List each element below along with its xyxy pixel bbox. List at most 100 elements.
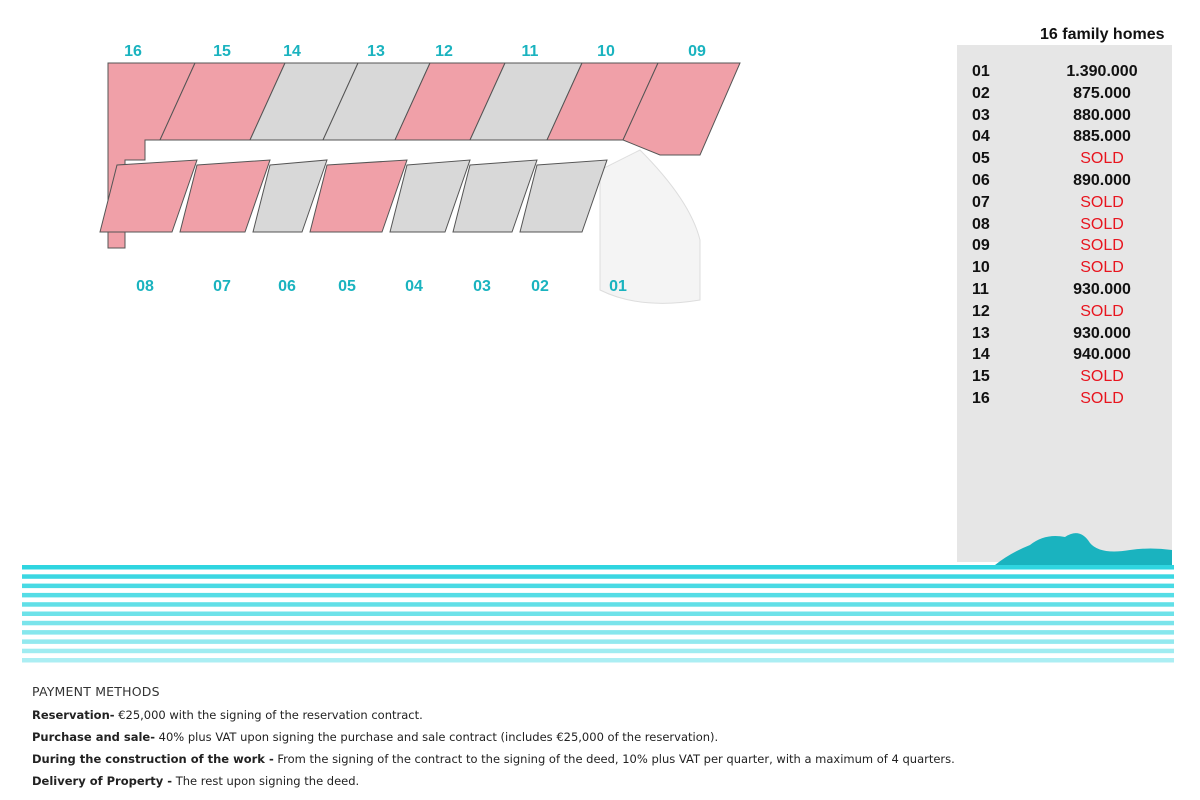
unit-number: 02 xyxy=(972,84,990,102)
price-panel xyxy=(957,45,1172,562)
price-row: 08 SOLD xyxy=(972,216,1172,238)
unit-number: 07 xyxy=(972,193,990,211)
payment-term: During the construction of the work - xyxy=(32,752,274,766)
unit-number: 13 xyxy=(972,324,990,342)
sold-badge: SOLD xyxy=(1080,390,1124,407)
unit-number: 05 xyxy=(972,150,990,168)
stripe xyxy=(22,592,1174,598)
unit-number: 08 xyxy=(972,215,990,233)
site-ground xyxy=(599,149,701,304)
unit-number: 09 xyxy=(972,237,990,255)
unit-05[interactable] xyxy=(309,159,408,233)
payment-item: Purchase and sale- 40% plus VAT upon sig… xyxy=(32,730,955,744)
unit-price: 1.390.000 xyxy=(1066,63,1138,80)
unit-price: 890.000 xyxy=(1073,172,1131,189)
unit-label-top: 10 xyxy=(597,43,615,60)
unit-label-top: 15 xyxy=(213,43,231,60)
unit-number: 12 xyxy=(972,302,990,320)
price-row: 01 1.390.000 xyxy=(972,63,1172,85)
sea-stripes xyxy=(22,565,1174,663)
unit-09[interactable] xyxy=(622,62,741,156)
stripe xyxy=(22,602,1174,607)
price-row: 07 SOLD xyxy=(972,194,1172,216)
unit-label-top: 12 xyxy=(435,43,453,60)
unit-label-bottom: 08 xyxy=(136,278,154,295)
unit-label-bottom: 06 xyxy=(278,278,296,295)
payment-text: The rest upon signing the deed. xyxy=(172,774,360,788)
unit-label-bottom: 05 xyxy=(338,278,356,295)
unit-label-top: 11 xyxy=(521,43,539,60)
sold-badge: SOLD xyxy=(1080,368,1124,386)
site-plan xyxy=(99,62,741,304)
price-row: 06 890.000 xyxy=(972,172,1172,194)
price-row: 04 885.000 xyxy=(972,128,1172,150)
stripe xyxy=(22,583,1174,589)
unit-number: 04 xyxy=(972,128,990,146)
unit-label-bottom: 02 xyxy=(531,278,549,295)
unit-price: 885.000 xyxy=(1073,128,1131,146)
stripe xyxy=(22,565,1174,570)
unit-number: 11 xyxy=(972,281,989,298)
price-row: 14 940.000 xyxy=(972,346,1172,368)
stripe xyxy=(22,658,1174,663)
unit-02[interactable] xyxy=(519,159,608,233)
table-title: 16 family homes xyxy=(1040,26,1165,43)
stripe xyxy=(22,639,1174,644)
sold-badge: SOLD xyxy=(1080,193,1124,211)
price-row: 13 930.000 xyxy=(972,325,1172,347)
unit-label-top: 16 xyxy=(124,43,142,60)
payment-methods: PAYMENT METHODS Reservation- €25,000 wit… xyxy=(32,684,955,796)
payment-heading: PAYMENT METHODS xyxy=(32,684,160,699)
sold-badge: SOLD xyxy=(1080,215,1124,233)
unit-price: 930.000 xyxy=(1073,324,1131,342)
unit-number: 10 xyxy=(972,259,990,277)
price-row: 10 SOLD xyxy=(972,259,1172,281)
payment-item: During the construction of the work - Fr… xyxy=(32,752,955,766)
payment-term: Purchase and sale- xyxy=(32,730,156,744)
sold-badge: SOLD xyxy=(1080,150,1124,168)
price-row: 03 880.000 xyxy=(972,107,1172,129)
stripe xyxy=(22,574,1174,579)
unit-04[interactable] xyxy=(389,159,471,233)
stripe xyxy=(22,648,1174,654)
unit-label-bottom: 01 xyxy=(609,278,627,295)
unit-number: 16 xyxy=(972,390,990,407)
unit-label-top: 14 xyxy=(283,43,301,60)
unit-price: 930.000 xyxy=(1073,281,1131,298)
sold-badge: SOLD xyxy=(1080,237,1124,255)
sold-badge: SOLD xyxy=(1080,302,1124,320)
payment-text: €25,000 with the signing of the reservat… xyxy=(114,708,423,722)
island-graphic xyxy=(995,533,1172,567)
payment-text: 40% plus VAT upon signing the purchase a… xyxy=(155,730,719,744)
stripe xyxy=(22,611,1174,616)
payment-item: Reservation- €25,000 with the signing of… xyxy=(32,708,955,722)
stripe xyxy=(22,630,1174,635)
unit-price: 940.000 xyxy=(1073,346,1131,364)
payment-item: Delivery of Property - The rest upon sig… xyxy=(32,774,955,788)
price-row: 09 SOLD xyxy=(972,237,1172,259)
unit-number: 15 xyxy=(972,368,990,386)
price-row: 11 930.000 xyxy=(972,281,1172,303)
unit-03[interactable] xyxy=(452,159,538,233)
unit-number: 03 xyxy=(972,106,990,124)
unit-label-top: 09 xyxy=(688,43,706,60)
unit-number: 06 xyxy=(972,172,990,189)
unit-label-bottom: 04 xyxy=(405,278,423,295)
price-row: 05 SOLD xyxy=(972,150,1172,172)
unit-price: 875.000 xyxy=(1073,84,1131,102)
unit-label-top: 13 xyxy=(367,43,385,60)
unit-label-bottom: 07 xyxy=(213,278,231,295)
unit-06[interactable] xyxy=(252,159,328,233)
unit-number: 01 xyxy=(972,63,990,80)
price-row: 02 875.000 xyxy=(972,85,1172,107)
payment-term: Reservation- xyxy=(32,708,115,722)
stripe xyxy=(22,620,1174,626)
sold-badge: SOLD xyxy=(1080,259,1124,277)
unit-number: 14 xyxy=(972,346,990,364)
unit-price: 880.000 xyxy=(1073,106,1131,124)
payment-term: Delivery of Property - xyxy=(32,774,173,788)
price-row: 16 SOLD xyxy=(972,390,1172,412)
price-row: 15 SOLD xyxy=(972,368,1172,390)
unit-07[interactable] xyxy=(179,159,271,233)
unit-08[interactable] xyxy=(99,159,198,233)
